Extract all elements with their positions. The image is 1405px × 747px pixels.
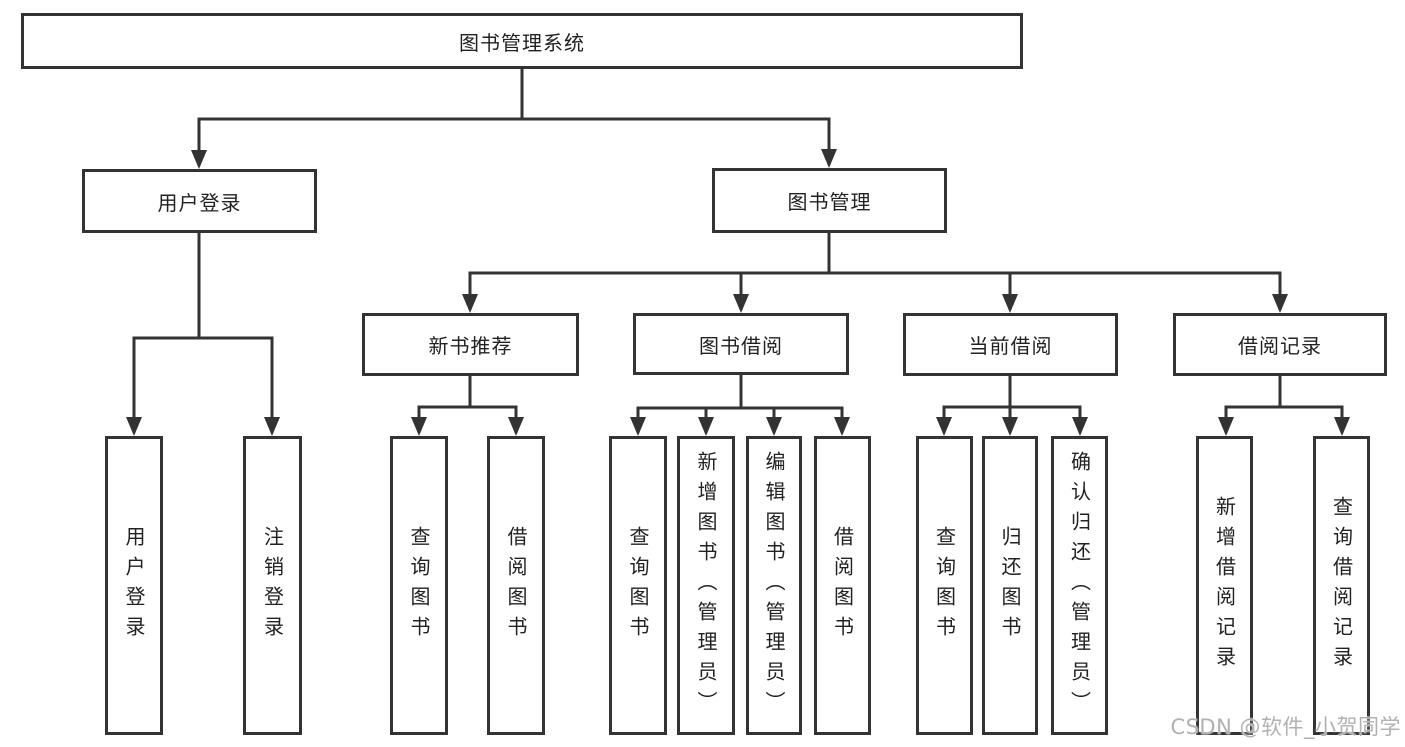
arrow-down-icon — [411, 417, 427, 436]
node-book-management-label: 图书管理 — [787, 190, 872, 214]
arrow-down-icon — [936, 417, 952, 436]
leaf-br-add-record: 新增借阅记录 — [1196, 436, 1253, 735]
leaf-nbr-borrow-books-label: 借阅图书 — [504, 525, 528, 646]
connector-bookmgmt-to-level3 — [468, 233, 1282, 310]
arrow-down-icon — [766, 417, 782, 436]
node-new-book-recommend: 新书推荐 — [362, 313, 579, 376]
node-current-borrow-label: 当前借阅 — [968, 334, 1053, 358]
leaf-bb-edit-books-admin-label: 编辑图书（管理员） — [762, 450, 786, 721]
leaf-nbr-borrow-books: 借阅图书 — [487, 436, 545, 735]
watermark: CSDN @软件_小贺同学 — [1170, 715, 1401, 739]
leaf-user-login-label: 用户登录 — [122, 525, 146, 646]
arrow-down-icon — [1334, 417, 1350, 436]
arrow-down-icon — [630, 417, 646, 436]
arrow-down-icon — [126, 417, 142, 436]
leaf-logout-label: 注销登录 — [260, 525, 285, 646]
arrow-down-icon — [462, 294, 478, 313]
leaf-bb-edit-books-admin: 编辑图书（管理员） — [746, 436, 802, 735]
node-book-management: 图书管理 — [712, 168, 947, 233]
leaf-nbr-query-books-label: 查询图书 — [407, 525, 431, 646]
leaf-bb-query-books-label: 查询图书 — [626, 525, 650, 646]
connector-borrowrecords-to-leaves — [1224, 376, 1344, 433]
arrow-down-icon — [698, 417, 714, 436]
arrow-down-icon — [508, 417, 524, 436]
leaf-cb-query-books: 查询图书 — [916, 436, 973, 735]
arrow-down-icon — [821, 149, 837, 168]
leaf-nbr-query-books: 查询图书 — [390, 436, 448, 735]
leaf-logout: 注销登录 — [243, 436, 302, 735]
connector-newbookrec-to-leaves — [417, 376, 518, 433]
leaf-bb-borrow-books: 借阅图书 — [814, 436, 871, 735]
arrow-down-icon — [1218, 417, 1234, 436]
arrow-down-icon — [1002, 294, 1018, 313]
leaf-br-add-record-label: 新增借阅记录 — [1212, 495, 1237, 676]
leaf-br-query-record: 查询借阅记录 — [1313, 436, 1370, 735]
node-root-label: 图书管理系统 — [459, 30, 585, 55]
node-borrow-records: 借阅记录 — [1173, 313, 1387, 376]
node-new-book-recommend-label: 新书推荐 — [428, 334, 513, 358]
node-borrow-records-label: 借阅记录 — [1238, 334, 1322, 358]
leaf-cb-return-books: 归还图书 — [982, 436, 1038, 735]
connector-root-to-level2 — [197, 69, 831, 166]
leaf-cb-confirm-return-admin: 确认归还（管理员） — [1051, 436, 1108, 735]
connector-userlogin-to-leaves — [132, 233, 274, 433]
arrowheads — [126, 149, 1350, 436]
leaf-br-query-record-label: 查询借阅记录 — [1329, 495, 1354, 676]
connector-bookborrow-to-leaves — [636, 375, 844, 433]
leaf-bb-query-books: 查询图书 — [609, 436, 667, 735]
arrow-down-icon — [733, 294, 749, 313]
node-book-borrow: 图书借阅 — [633, 313, 849, 375]
leaf-cb-confirm-return-admin-label: 确认归还（管理员） — [1067, 450, 1092, 721]
leaf-bb-add-books-admin-label: 新增图书（管理员） — [694, 450, 718, 721]
arrow-down-icon — [834, 417, 850, 436]
arrow-down-icon — [1002, 417, 1018, 436]
node-current-borrow: 当前借阅 — [903, 313, 1118, 376]
arrow-down-icon — [191, 150, 207, 169]
node-user-login: 用户登录 — [82, 169, 317, 233]
node-user-login-label: 用户登录 — [157, 190, 242, 215]
leaf-bb-borrow-books-label: 借阅图书 — [830, 525, 855, 646]
arrow-down-icon — [264, 417, 280, 436]
leaf-user-login: 用户登录 — [105, 436, 163, 735]
arrow-down-icon — [1072, 417, 1088, 436]
leaf-cb-query-books-label: 查询图书 — [932, 525, 957, 646]
leaf-bb-add-books-admin: 新增图书（管理员） — [677, 436, 735, 735]
node-book-borrow-label: 图书借阅 — [699, 333, 783, 358]
node-root: 图书管理系统 — [21, 13, 1023, 69]
arrow-down-icon — [1272, 294, 1288, 313]
leaf-cb-return-books-label: 归还图书 — [998, 525, 1022, 646]
